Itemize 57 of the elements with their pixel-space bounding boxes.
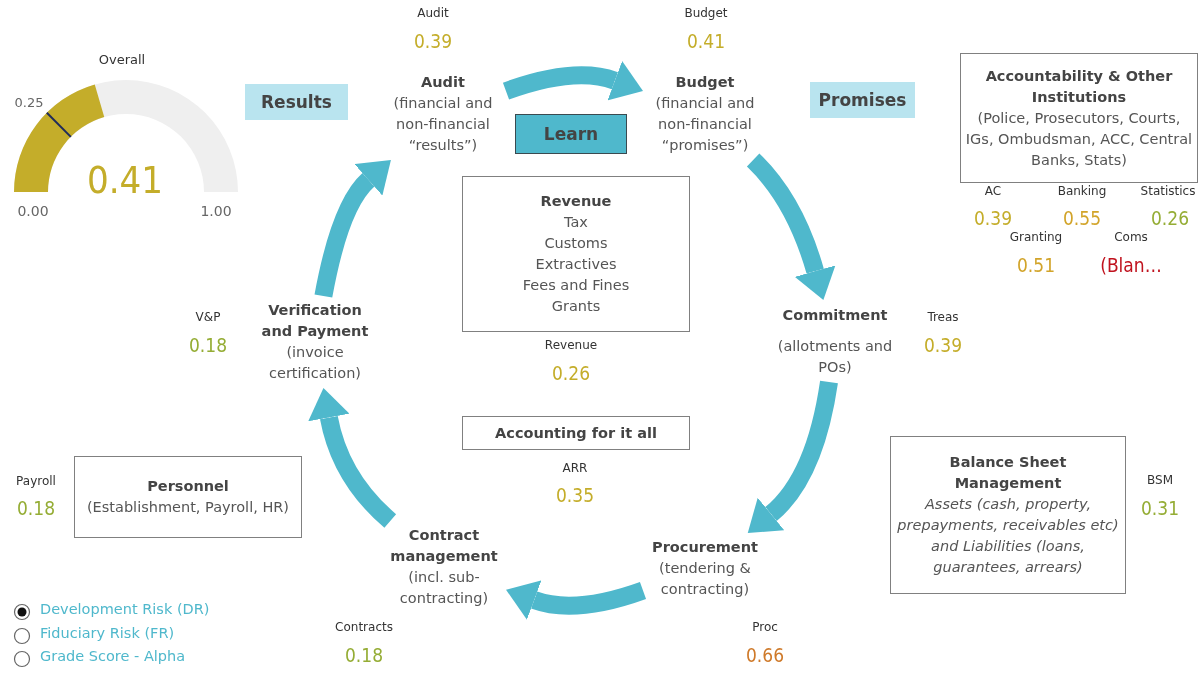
tag-box: Promises [810, 82, 915, 118]
score-value: 0.55 [1063, 207, 1101, 229]
score-name: Granting [1009, 230, 1063, 244]
score-value: 0.26 [1151, 207, 1189, 229]
score-value: (Blan… [1100, 254, 1162, 276]
gauge-value: 0.41 [86, 158, 164, 202]
score-value: 0.18 [17, 497, 55, 519]
stage-label: Verification and Payment (invoice certification) [250, 296, 380, 388]
score-name: ARR [562, 461, 588, 475]
score-name: Proc [752, 620, 778, 634]
score-name: V&P [195, 310, 221, 324]
score-value: 0.26 [552, 362, 590, 384]
score-value: 0.39 [414, 30, 452, 52]
score-name: Payroll [16, 474, 56, 488]
score-value: 0.18 [189, 334, 227, 356]
score-name: AC [984, 184, 1002, 198]
text-box: Accountability & Other Institutions (Police, Prosecutors, Courts, IGs, Ombudsman, ACC, Central Banks, Stats) [960, 53, 1198, 183]
stage-label: Procurement (tendering & contracting) [643, 533, 767, 603]
score-value: 0.66 [746, 644, 784, 666]
radio-option: Fiduciary Risk (FR) [40, 625, 175, 641]
text-box: Personnel (Establishment, Payroll, HR) [74, 456, 302, 538]
cycle-arrow [308, 388, 397, 528]
gauge-tick: 1.00 [200, 203, 232, 219]
text-box: Balance Sheet Management Assets (cash, property, prepayments, receivables etc) and Liabilities (loans, guarantees, arrears) [890, 436, 1126, 594]
text-box: Revenue Tax Customs Extractives Fees and Fines Grants [462, 176, 690, 332]
score-value: 0.39 [974, 207, 1012, 229]
score-name: Budget [684, 6, 728, 20]
score-value: 0.41 [687, 30, 725, 52]
score-name: Treas [927, 310, 959, 324]
score-name: Statistics [1140, 184, 1196, 198]
stage-label: Contract management (incl. sub-contracting) [382, 521, 506, 613]
score-value: 0.39 [924, 334, 962, 356]
score-name: Contracts [335, 620, 393, 634]
radio-option: Grade Score - Alpha [40, 648, 186, 664]
gauge-tick: 0.00 [17, 203, 49, 219]
stage-label: Audit (financial and non-financial “results”) [380, 68, 506, 160]
score-value: 0.31 [1141, 497, 1179, 519]
cycle-arrow [505, 580, 646, 621]
score-value: 0.18 [345, 644, 383, 666]
stage-label: Budget (financial and non-financial “promises”) [643, 68, 767, 160]
gauge-title: Overall [98, 52, 146, 67]
tag-box: Results [245, 84, 348, 120]
gauge-tick: 0.25 [14, 95, 44, 110]
cycle-arrow [503, 60, 644, 101]
score-name: Revenue [544, 338, 598, 352]
radio-option: Development Risk (DR) [40, 601, 210, 617]
stage-label: Commitment (allotments and POs) [770, 300, 900, 382]
text-box: Accounting for it all [462, 416, 690, 450]
score-name: Coms [1114, 230, 1148, 244]
cycle-arrow [746, 153, 836, 300]
learn-box: Learn [515, 114, 627, 154]
score-value: 0.35 [556, 484, 594, 506]
score-name: BSM [1147, 473, 1173, 487]
cycle-arrow [314, 158, 390, 298]
score-value: 0.51 [1017, 254, 1055, 276]
score-name: Audit [417, 6, 449, 20]
cycle-arrow [748, 380, 838, 535]
